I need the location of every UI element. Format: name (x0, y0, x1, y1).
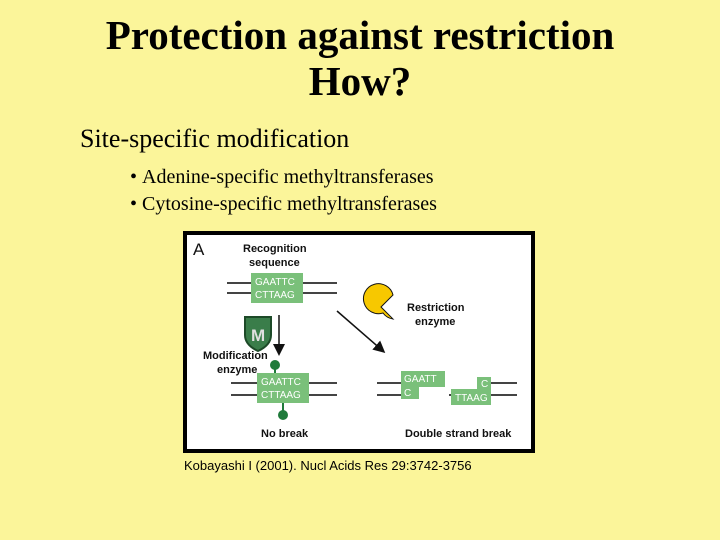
figure-citation: Kobayashi I (2001). Nucl Acids Res 29:37… (184, 458, 472, 473)
recognition-label-line1: Recognition (243, 243, 307, 255)
modification-label-line1: Modification (203, 350, 268, 362)
sequence-top: GAATTC (255, 277, 295, 288)
slide-title: Protection against restriction How? (0, 12, 720, 104)
subheading: Site-specific modification (80, 124, 349, 154)
double-strand-break-label: Double strand break (405, 428, 512, 440)
restriction-modification-figure: A Recognition sequence GAATTC CTTAAG M M… (183, 231, 535, 453)
modification-enzyme-icon: M (245, 317, 271, 351)
panel-letter: A (193, 240, 205, 259)
title-line-2: How? (0, 58, 720, 104)
cut-right-bottom: TTAAG (455, 393, 488, 404)
modification-label-line2: enzyme (217, 364, 257, 376)
modification-symbol: M (251, 326, 265, 345)
title-line-1: Protection against restriction (0, 12, 720, 58)
figure-diagram: A Recognition sequence GAATTC CTTAAG M M… (187, 235, 531, 449)
recognition-label-line2: sequence (249, 257, 300, 269)
methylated-sequence-top: GAATTC (261, 377, 301, 388)
sequence-bottom: CTTAAG (255, 290, 295, 301)
methylated-sequence-bottom: CTTAAG (261, 390, 301, 401)
bullet-list: Adenine-specific methyltransferases Cyto… (130, 164, 437, 218)
restriction-label-line1: Restriction (407, 302, 465, 314)
cut-right-top: C (481, 379, 488, 390)
cut-left-bottom: C (404, 388, 411, 399)
restriction-label-line2: enzyme (415, 316, 455, 328)
bullet-item: Cytosine-specific methyltransferases (130, 191, 437, 218)
cut-left-top: GAATT (404, 374, 437, 385)
no-break-label: No break (261, 428, 309, 440)
bullet-item: Adenine-specific methyltransferases (130, 164, 437, 191)
